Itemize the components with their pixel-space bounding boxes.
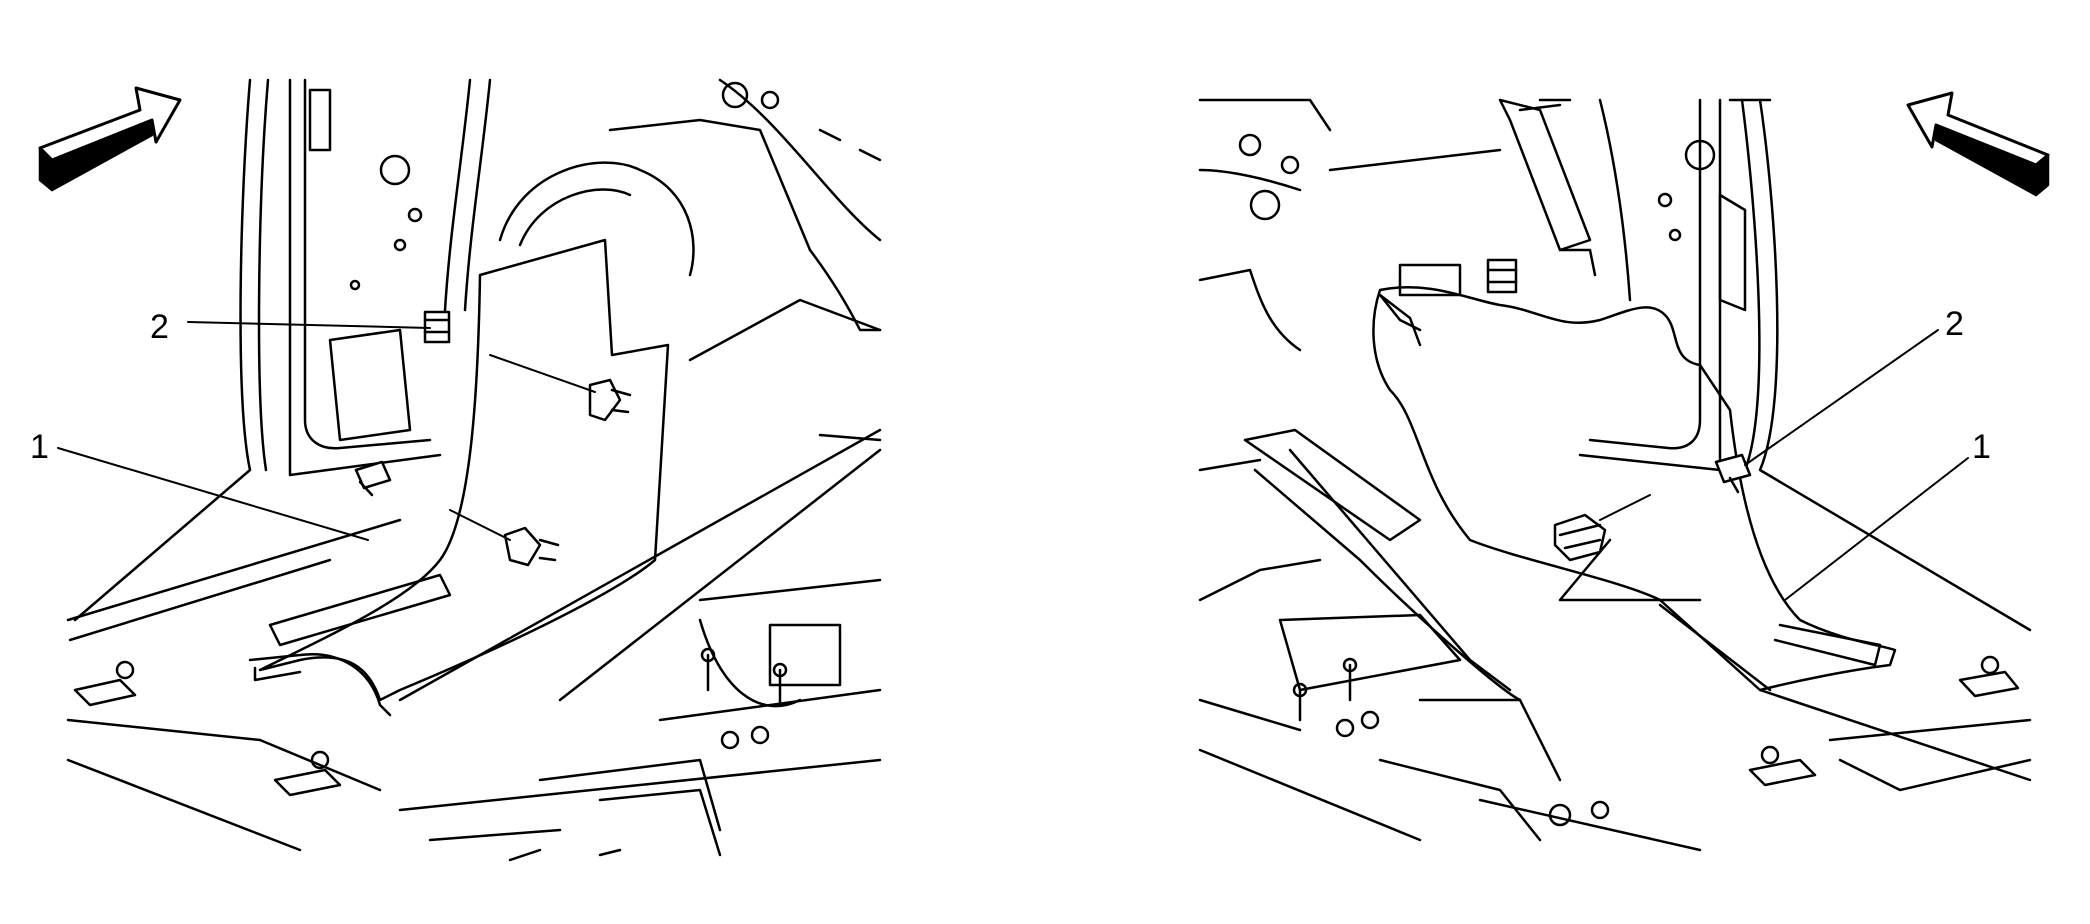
callout-2-label: 2: [150, 308, 169, 346]
forward-arrow-icon: [1906, 91, 2050, 197]
right-floor-sill: [1198, 428, 2032, 852]
left-clip-item-2: [354, 310, 451, 497]
callout-2-label: 2: [1945, 305, 1964, 343]
callout-1-label: 1: [30, 428, 49, 466]
right-trim-panel: [1372, 286, 1897, 692]
panel-retainer-upper: [588, 378, 632, 422]
right-door-frame: [1578, 98, 2032, 632]
left-leader-lines: [57, 321, 431, 541]
right-leader-lines: [1744, 329, 1969, 601]
left-door-frame: [73, 78, 492, 622]
right-clip-item-2: [1378, 258, 1752, 494]
right-view: 2 1: [1198, 91, 2050, 852]
panel-retainer-lower: [503, 526, 560, 567]
left-upper-structure: [498, 78, 882, 362]
right-upper-structure: [1198, 98, 1597, 352]
callout-1-label: 1: [1972, 428, 1991, 466]
left-floor-sill: [66, 428, 882, 862]
forward-arrow-icon: [38, 86, 182, 192]
left-view: 2 1: [30, 78, 882, 862]
left-trim-panel: [248, 238, 670, 717]
